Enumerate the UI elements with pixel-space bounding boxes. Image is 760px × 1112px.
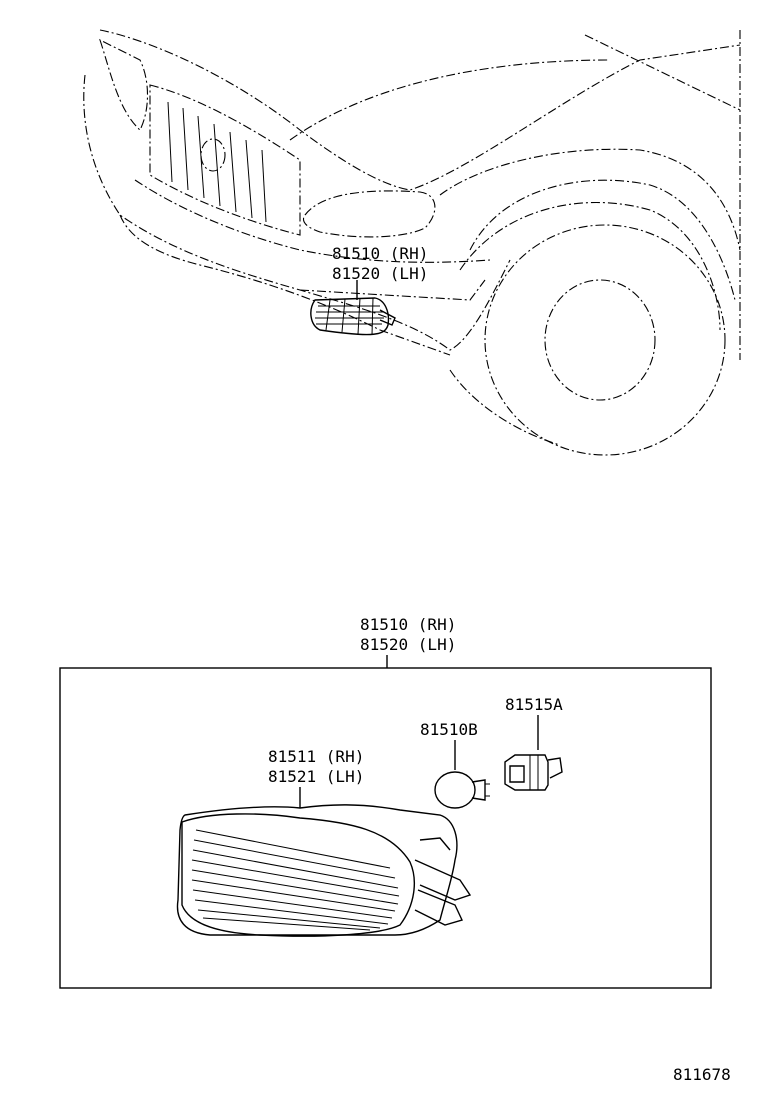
vehicle-front-view (83, 29, 741, 456)
callout-car-rh: 81510 (RH) (332, 244, 428, 263)
fog-lamp-on-car (310, 280, 396, 336)
grille-outline (149, 84, 301, 236)
callout-lens-rh: 81511 (RH) (268, 747, 364, 766)
callout-lens-lh: 81521 (LH) (268, 767, 364, 786)
tire-outline (484, 224, 726, 456)
hood-outline (99, 29, 741, 191)
wheel-outline (544, 279, 656, 401)
figure-code: 811678 (673, 1065, 731, 1084)
fog-lamp-housing (176, 804, 472, 937)
callout-assembly-lh: 81520 (LH) (360, 635, 456, 654)
bumper-outline (83, 74, 511, 351)
headlamp-outline (302, 190, 436, 238)
callout-bulb: 81510B (420, 720, 478, 739)
fender-outline (439, 148, 741, 251)
fog-lamp-bulb (434, 771, 490, 809)
hood-crease (289, 59, 611, 141)
callout-socket: 81515A (505, 695, 563, 714)
callout-car-lh: 81520 (LH) (332, 264, 428, 283)
assembly-frame (59, 667, 712, 989)
callout-assembly-rh: 81510 (RH) (360, 615, 456, 634)
bulb-socket (504, 754, 563, 791)
